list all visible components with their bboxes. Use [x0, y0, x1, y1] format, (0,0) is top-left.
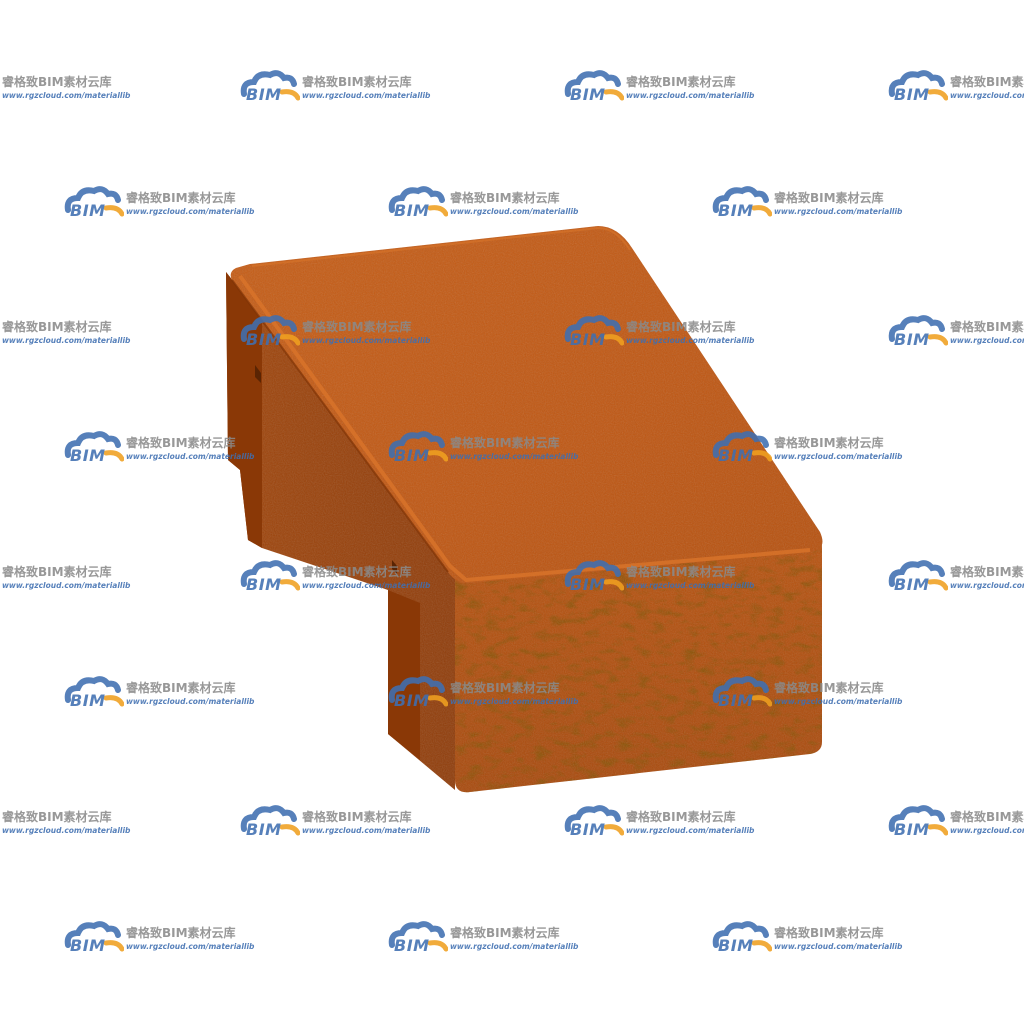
brick-left-face [226, 272, 455, 790]
brick-top-face [230, 226, 823, 584]
brick-front-face [454, 525, 822, 793]
